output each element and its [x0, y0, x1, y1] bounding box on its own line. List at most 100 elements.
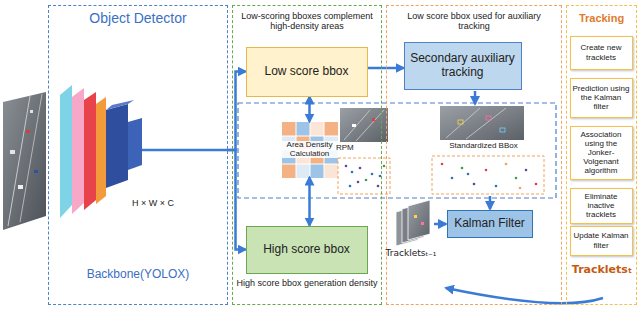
backbone-layers: [84, 92, 96, 210]
caption-text: High score bbox generation density: [236, 278, 378, 288]
node-text: Eliminate inactive tracklets: [573, 192, 630, 220]
rpm-scatter: [383, 165, 386, 168]
standardized-scatter: [432, 156, 544, 194]
node-text: Create new tracklets: [573, 43, 630, 61]
standardized-scatter: [515, 177, 518, 180]
street-photo: [20, 94, 42, 222]
rpm-photo: [352, 124, 356, 127]
rpm-photo: [344, 110, 384, 141]
node-text: Object Detector: [89, 10, 186, 26]
node-text: Association using the Jonker-Volgenant a…: [573, 130, 630, 176]
feature-arrow: [142, 149, 228, 152]
tracklet-frames: [414, 215, 417, 218]
standardized-scatter: [525, 169, 528, 172]
rpm-scatter: [345, 165, 348, 168]
standardized-scatter: [505, 163, 508, 166]
flow-arrow: [308, 178, 311, 226]
step-box: Association using the Jonker-Volgenant a…: [570, 126, 633, 180]
street-photo: [30, 110, 33, 113]
standardized-scatter: [485, 169, 488, 172]
rpm-scatter: [351, 171, 354, 174]
flow-arrow: [489, 196, 492, 209]
stage-panel: Low score bbox used for auxiliary tracki…: [386, 5, 562, 305]
detector-panel: Object DetectorBackbone(YOLOX): [48, 5, 228, 305]
rpm-scatter: [377, 185, 380, 188]
street-photo: [10, 150, 15, 154]
rpm-scatter: [365, 179, 368, 182]
rpm-scatter: [379, 175, 382, 178]
flow-arrow: [434, 223, 446, 226]
density-grid: [282, 122, 338, 178]
flow-arrow: [474, 91, 477, 104]
region-outline: [238, 103, 556, 198]
density-grid: [296, 164, 310, 178]
street-photo: [18, 185, 23, 189]
street-photo: [26, 130, 30, 133]
standardized-photo: [446, 108, 506, 139]
standardized-photo: [486, 116, 491, 120]
standardized-scatter: [495, 185, 498, 188]
rpm-scatter: [338, 158, 390, 194]
node-text: Low score bbox used for auxiliary tracki…: [391, 11, 557, 32]
standardized-photo: [500, 128, 505, 132]
step-box: Update Kalman filter: [570, 226, 633, 256]
backbone-layers: [106, 100, 134, 110]
standardized-photo: [440, 106, 524, 140]
flow-arrow: [308, 97, 311, 122]
node-text: Low score bbox: [264, 65, 348, 79]
standardized-scatter: [461, 167, 464, 170]
density-grid: [310, 122, 324, 136]
tracklet-frames: [408, 200, 430, 240]
standardized-scatter: [535, 183, 538, 186]
standardized-scatter: [467, 173, 470, 176]
density-grid: [324, 122, 338, 136]
standardized-scatter: [441, 163, 444, 166]
backbone-layers: [128, 118, 142, 170]
density-grid: [324, 164, 338, 178]
rpm-photo: [372, 118, 375, 121]
process-box: Kalman Filter: [447, 210, 533, 238]
step-box: Create new tracklets: [570, 36, 633, 70]
rpm-scatter: [338, 158, 390, 194]
step-box: Prediction using the Kalman filter: [570, 78, 633, 118]
stage-panel: TrackingCreate new trackletsPrediction u…: [566, 5, 637, 305]
rpm-photo: [340, 108, 388, 142]
backbone-layers: [96, 97, 106, 204]
node-subtext: Backbone(YOLOX): [87, 268, 190, 282]
standardized-photo: [458, 120, 463, 124]
backbone-layers: [60, 85, 72, 218]
image-label: Standardized BBox: [436, 141, 531, 150]
sequence-label: Trackletsₜ₋₁: [378, 248, 444, 258]
street-photo: [3, 92, 46, 230]
standardized-scatter: [451, 177, 454, 180]
tracklet-frames: [396, 200, 430, 246]
density-grid: [282, 122, 338, 178]
density-grid: [310, 164, 324, 178]
process-box: Low score bbox: [246, 47, 368, 97]
density-block: Area Density Calculation: [280, 122, 340, 178]
node-text: High score bbox: [263, 243, 350, 257]
standardized-scatter: [432, 156, 544, 194]
rpm-scatter: [349, 185, 352, 188]
stage-panel: Low-scoring bboxes complement high-densi…: [232, 5, 382, 305]
flow-arrow: [228, 72, 246, 151]
street-photo: [3, 92, 46, 230]
standardized-scatter: [473, 183, 476, 186]
flow-arrow: [446, 288, 603, 303]
rpm-scatter: [357, 181, 360, 184]
feature-arrow: [142, 150, 228, 151]
node-text: Secondary auxiliary tracking: [408, 52, 518, 80]
flow-arrow: [228, 150, 246, 250]
node-text: Area Density Calculation: [282, 141, 338, 159]
density-grid: [282, 122, 296, 136]
density-grid: [296, 122, 310, 136]
node-text: Low-scoring bboxes complement high-densi…: [237, 11, 377, 32]
street-photo: [8, 96, 30, 226]
image-label: RPM: [336, 143, 376, 152]
region-outline: [238, 103, 556, 198]
process-box: High score bbox: [246, 226, 368, 274]
node-text: Update Kalman filter: [573, 231, 630, 249]
sequence-label: Trackletsₜ: [568, 264, 636, 277]
dimension-label: H × W × C: [118, 198, 188, 208]
